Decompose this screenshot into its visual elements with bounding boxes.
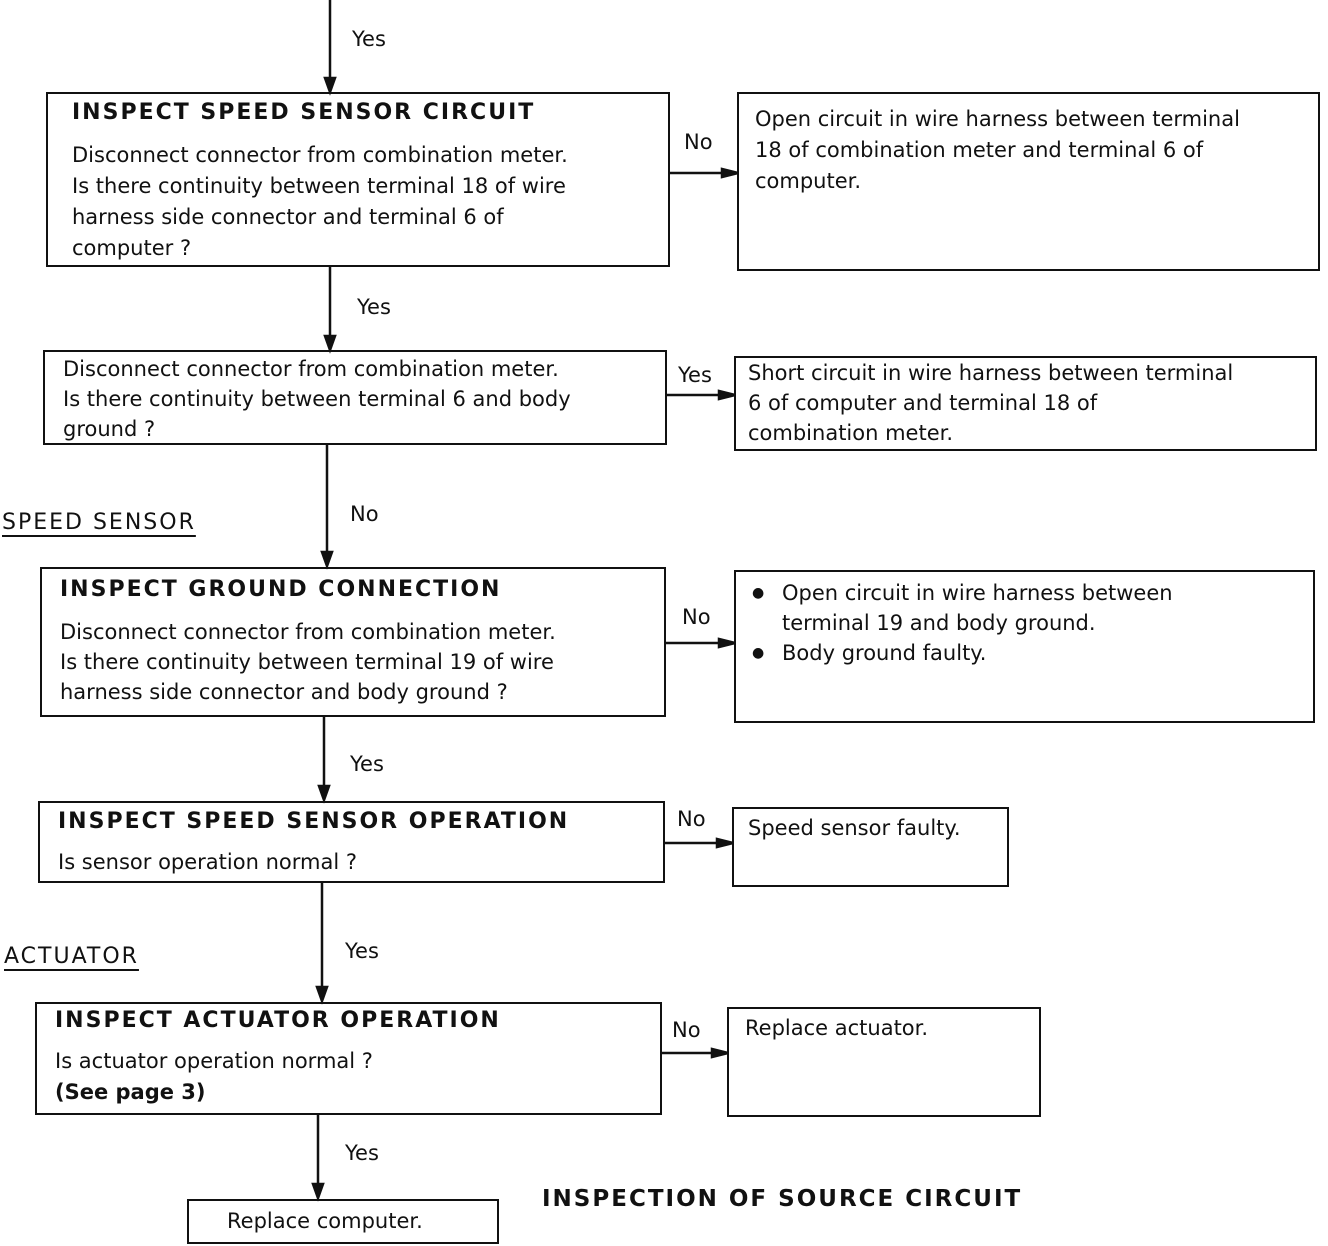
step-inspect-actuator-operation: INSPECT ACTUATOR OPERATION Is actuator o… [35, 1002, 662, 1115]
arrow-branch-1 [720, 167, 739, 179]
step-text: harness side connector and body ground ? [60, 680, 508, 704]
step-text: Disconnect connector from combination me… [63, 357, 559, 381]
step-inspect-ground-connection: INSPECT GROUND CONNECTION Disconnect con… [40, 567, 666, 717]
result-text: Open circuit in wire harness between [752, 578, 1173, 608]
arrow-4-5 [315, 985, 329, 1005]
step-text: ground ? [63, 417, 156, 441]
label-no: No [677, 807, 706, 831]
step-text: Is there continuity between terminal 19 … [60, 650, 554, 674]
result-text: Replace actuator. [745, 1016, 929, 1040]
result-text: 18 of combination meter and terminal 6 o… [755, 138, 1204, 162]
step-text: computer ? [72, 236, 192, 260]
label-yes: Yes [345, 939, 379, 963]
label-yes: Yes [678, 363, 712, 387]
arrow-branch-2 [717, 389, 736, 401]
result-bullet: Open circuit in wire harness between [752, 578, 1173, 608]
arrow-branch-3 [717, 637, 736, 649]
result-open-circuit-18-6: Open circuit in wire harness between ter… [737, 92, 1320, 271]
step-text: harness side connector and terminal 6 of [72, 205, 504, 229]
diagram-title: INSPECTION OF SOURCE CIRCUIT [542, 1186, 1023, 1212]
label-yes: Yes [350, 752, 384, 776]
step-text: Is sensor operation normal ? [58, 850, 357, 874]
arrow-1-2 [323, 334, 337, 354]
result-text: Replace computer. [227, 1209, 423, 1233]
result-ground-faults: Open circuit in wire harness between ter… [734, 570, 1315, 723]
label-no: No [684, 130, 713, 154]
step-inspect-speed-sensor-operation: INSPECT SPEED SENSOR OPERATION Is sensor… [38, 801, 665, 883]
arrow-branch-4 [715, 837, 734, 849]
step-text: Disconnect connector from combination me… [72, 143, 568, 167]
result-text: Speed sensor faulty. [748, 816, 961, 840]
section-speed-sensor: SPEED SENSOR [2, 510, 196, 535]
result-replace-actuator: Replace actuator. [727, 1007, 1041, 1117]
result-text: computer. [755, 169, 862, 193]
result-text: Open circuit in wire harness between ter… [755, 107, 1240, 131]
page-reference: (See page 3) [55, 1080, 206, 1104]
arrow-branch-5 [710, 1047, 729, 1059]
section-actuator: ACTUATOR [4, 944, 139, 969]
step-text: Is there continuity between terminal 6 a… [63, 387, 571, 411]
label-no: No [350, 502, 379, 526]
arrow-5-final [311, 1182, 325, 1202]
label-no: No [672, 1018, 701, 1042]
result-text: combination meter. [748, 421, 954, 445]
arrow-3-4 [317, 784, 331, 804]
arrow-2-3 [320, 550, 334, 570]
result-text: Short circuit in wire harness between te… [748, 361, 1234, 385]
step-text: Disconnect connector from combination me… [60, 620, 556, 644]
step-inspect-speed-sensor-circuit: INSPECT SPEED SENSOR CIRCUIT Disconnect … [46, 92, 670, 267]
step-title: INSPECT ACTUATOR OPERATION [55, 1008, 501, 1033]
arrow-top [323, 76, 337, 96]
label-no: No [682, 605, 711, 629]
label-yes: Yes [352, 27, 386, 51]
result-replace-computer: Replace computer. [187, 1199, 499, 1244]
result-text: 6 of computer and terminal 18 of [748, 391, 1098, 415]
label-yes: Yes [357, 295, 391, 319]
step-title: INSPECT SPEED SENSOR CIRCUIT [72, 100, 536, 125]
step-title: INSPECT GROUND CONNECTION [60, 577, 502, 602]
label-yes: Yes [345, 1141, 379, 1165]
result-text: terminal 19 and body ground. [782, 611, 1096, 635]
step-check-short-to-ground: Disconnect connector from combination me… [43, 350, 667, 445]
result-text: Body ground faulty. [752, 638, 986, 668]
step-title: INSPECT SPEED SENSOR OPERATION [58, 809, 570, 834]
result-short-circuit-6-18: Short circuit in wire harness between te… [734, 356, 1317, 451]
result-bullet: Body ground faulty. [752, 638, 986, 668]
result-speed-sensor-faulty: Speed sensor faulty. [732, 807, 1009, 887]
step-text: Is actuator operation normal ? [55, 1049, 373, 1073]
step-text: Is there continuity between terminal 18 … [72, 174, 566, 198]
